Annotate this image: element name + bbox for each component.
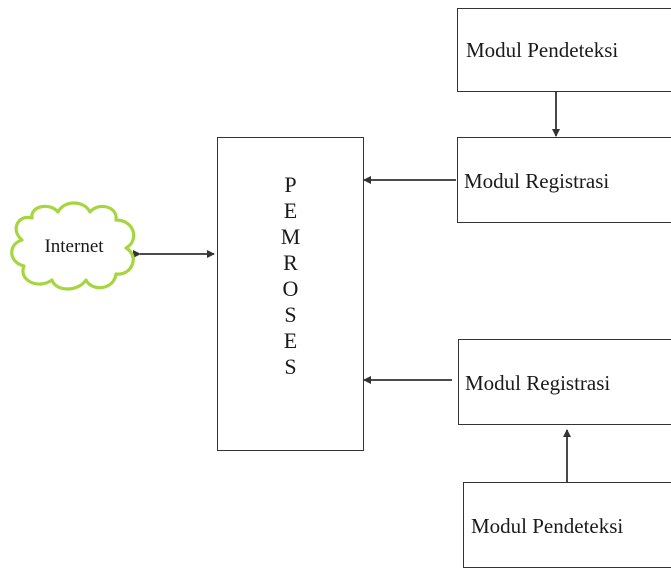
processor-letter: E	[283, 198, 298, 223]
processor-letter: O	[282, 276, 299, 301]
top-registration-module-box: Modul Registrasi	[457, 137, 671, 223]
processor-letter: R	[283, 250, 298, 275]
top-detector-module-label: Modul Pendeteksi	[466, 38, 619, 62]
processor-letter: M	[280, 224, 301, 249]
processor-letter: S	[284, 302, 297, 327]
internet-cloud-icon: Internet	[10, 201, 136, 291]
bottom-registration-module-box: Modul Registrasi	[458, 339, 671, 425]
internet-label: Internet	[44, 236, 104, 257]
bottom-detector-module-label: Modul Pendeteksi	[471, 514, 624, 538]
top-detector-module-box: Modul Pendeteksi	[457, 8, 671, 92]
processor-letter: S	[284, 354, 297, 379]
processor-letter: P	[284, 172, 297, 197]
bottom-registration-module-label: Modul Registrasi	[465, 371, 611, 395]
processor-box: P E M R O S E S	[217, 137, 364, 451]
bottom-detector-module-box: Modul Pendeteksi	[463, 482, 671, 568]
top-registration-module-label: Modul Registrasi	[464, 169, 610, 193]
processor-letter: E	[283, 328, 298, 353]
